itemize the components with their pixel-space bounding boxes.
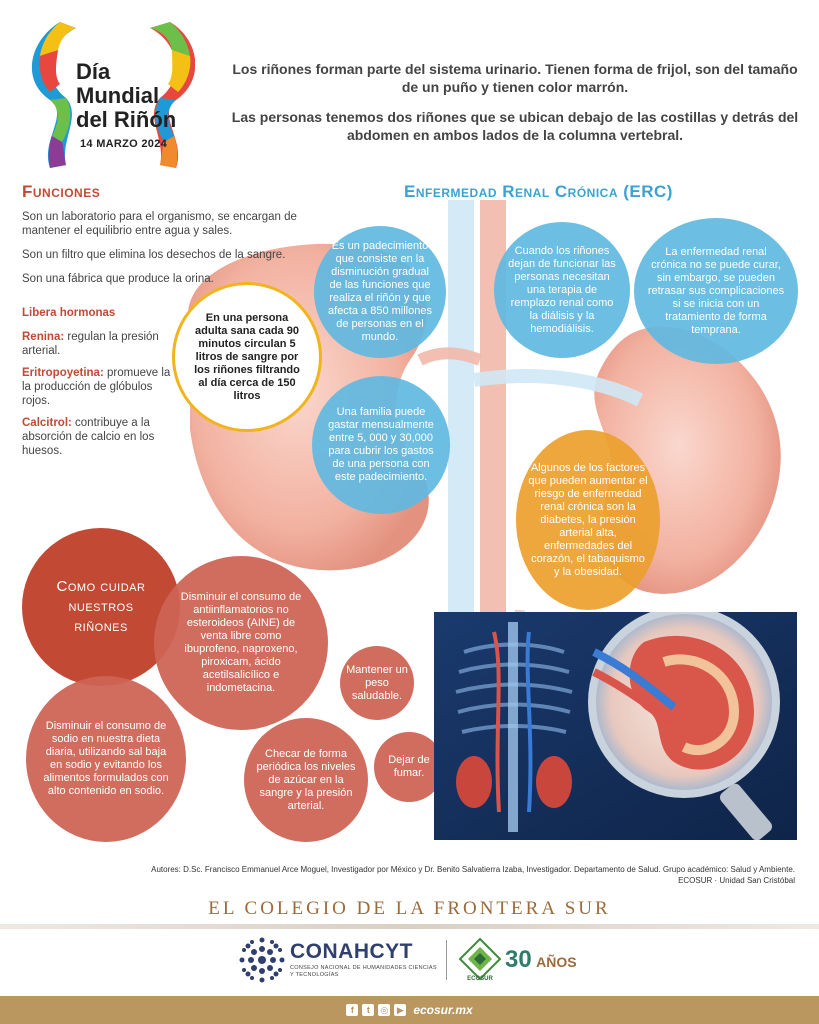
kidney-anatomy-image [434,612,797,840]
logo-title-line: Día [76,59,111,84]
hormonas-heading: Libera hormonas [22,307,116,319]
hormona-name: Renina: [22,331,65,343]
instagram-icon[interactable]: ◎ [378,1004,391,1016]
hormona-item: Renina: regulan la presión arterial. [22,330,172,358]
anniversary-number: 30 [505,946,532,973]
funcion-item: Son una fábrica que produce la orina. [22,273,214,285]
tip-peso-bubble: Mantener un peso saludable. [340,646,414,720]
erc-risk-factors-bubble: Algunos de los factores que pueden aumen… [516,430,660,610]
conahcyt-name: CONAHCYT [290,940,413,963]
logo-title-line: Mundial [76,83,160,108]
blood-filter-fact: En una persona adulta sana cada 90 minut… [172,282,322,432]
authors-affiliation: ECOSUR · Unidad San Cristóbal [678,876,795,885]
tip-azucar-bubble: Checar de forma periódica los niveles de… [244,718,368,842]
tip-sodio-bubble: Disminuir el consumo de sodio en nuestra… [26,676,186,842]
hormona-desc: regulan la presión arterial. [22,331,159,357]
conahcyt-subtitle: CONSEJO NACIONAL DE HUMANIDADES CIENCIAS… [290,965,437,978]
authors-line: Autores: D.Sc. Francisco Emmanuel Arce M… [151,865,795,874]
tip-fumar-bubble: Dejar de fumar. [374,732,444,802]
world-kidney-day-logo: Día Mundial del Riñón 14 MARZO 2024 [20,20,195,170]
ecosur-logo-icon [458,937,502,981]
anniversary-badge: 30 AÑOS [505,946,577,974]
erc-prognosis-bubble: La enfermedad renal crónica no se puede … [634,218,798,364]
funciones-heading: Funciones [22,182,101,201]
intro-paragraph: Los riñones forman parte del sistema uri… [232,61,798,95]
logo-title-line: del Riñón [76,107,177,132]
logo-divider [446,940,447,980]
funciones-list: Son un laboratorio para el organismo, se… [22,210,318,296]
hormona-desc: contribuye a la absorción de calcio en l… [22,417,155,457]
footer-bar: f t ◎ ▶ ecosur.mx [0,996,819,1024]
erc-cost-bubble: Una familia puede gastar mensualmente en… [312,376,450,514]
logo-title: Día Mundial del Riñón [76,60,176,132]
hormona-item: Eritropoyetina: promueve la la producció… [22,366,172,408]
intro-paragraph: Las personas tenemos dos riñones que se … [231,109,799,143]
tip-aine-bubble: Disminuir el consumo de antiinflamatorio… [154,556,328,730]
divider [0,924,819,929]
facebook-icon[interactable]: f [346,1004,359,1016]
hormona-name: Eritropoyetina: [22,367,104,379]
ecosur-label: ECOSUR [467,976,493,982]
conahcyt-logo: CONAHCYT CONSEJO NACIONAL DE HUMANIDADES… [238,936,438,986]
institution-name: EL COLEGIO DE LA FRONTERA SUR [208,898,611,919]
website-link[interactable]: ecosur.mx [413,1003,473,1017]
hormona-item: Calcitrol: contribuye a la absorción de … [22,416,172,458]
hormonas-section: Libera hormonas Renina: regulan la presi… [22,306,172,466]
event-date: 14 MARZO 2024 [80,138,168,150]
anniversary-text: AÑOS [536,954,577,970]
funcion-item: Son un laboratorio para el organismo, se… [22,211,297,237]
hormona-desc: promueve la la producción de glóbulos ro… [22,367,171,407]
youtube-icon[interactable]: ▶ [394,1004,407,1016]
erc-definition-bubble: Es un padecimiento que consiste en la di… [314,226,446,358]
hormona-name: Calcitrol: [22,417,72,429]
erc-treatment-bubble: Cuando los riñones dejan de funcionar la… [494,222,630,358]
erc-heading: Enfermedad Renal Crónica (ERC) [404,182,673,201]
authors-credit: Autores: D.Sc. Francisco Emmanuel Arce M… [15,864,795,886]
conahcyt-emblem-icon [239,937,285,983]
como-cuidar-heading: Como cuidar nuestros riñones [22,528,180,686]
logo-ribbon-graphic [31,22,195,168]
twitter-icon[interactable]: t [362,1004,375,1016]
funcion-item: Son un filtro que elimina los desechos d… [22,249,286,261]
intro-text: Los riñones forman parte del sistema uri… [230,60,800,156]
